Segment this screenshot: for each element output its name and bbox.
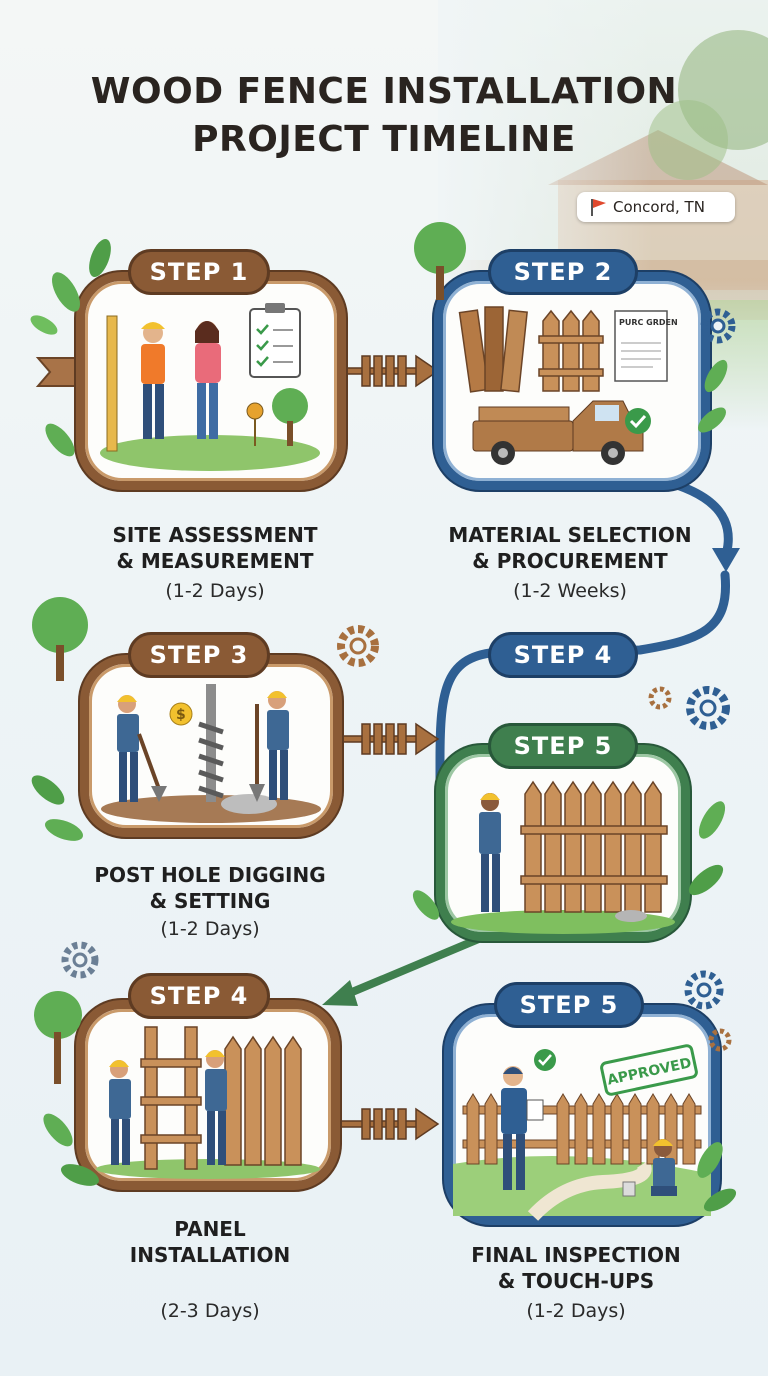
location-text: Concord, TN bbox=[613, 198, 705, 216]
step-3-duration: (1-2 Days) bbox=[160, 918, 260, 940]
step-3-badge: STEP 3 bbox=[128, 632, 270, 678]
material-procurement-illustration: PURC GRDEN bbox=[458, 306, 678, 465]
approved-stamp: APPROVED bbox=[600, 1044, 698, 1096]
step-2-title: MATERIAL SELECTION & PROCUREMENT bbox=[420, 522, 720, 574]
step-5-card-green bbox=[436, 745, 690, 941]
fence-building-illustration bbox=[451, 780, 675, 934]
site-assessment-illustration bbox=[100, 303, 320, 471]
fence-arrow-icon bbox=[339, 722, 440, 756]
step-3-title-line-2: & SETTING bbox=[149, 889, 271, 913]
document-text: PURC GRDEN bbox=[619, 318, 678, 327]
step-1-badge: STEP 1 bbox=[128, 249, 270, 295]
step-1-title: SITE ASSESSMENT & MEASUREMENT bbox=[60, 522, 370, 574]
step-5-duration: (1-2 Days) bbox=[526, 1300, 626, 1322]
flag-icon bbox=[591, 199, 606, 216]
step-1-duration: (1-2 Days) bbox=[165, 580, 265, 602]
svg-text:$: $ bbox=[176, 707, 186, 723]
page-title: WOOD FENCE INSTALLATION PROJECT TIMELINE bbox=[0, 68, 768, 164]
fence-arrow-icon bbox=[339, 354, 440, 388]
location-badge: Concord, TN bbox=[577, 192, 735, 222]
step-4-title-line-1: PANEL bbox=[174, 1217, 246, 1241]
step-2-card: PURC GRDEN bbox=[434, 272, 710, 490]
step-1-card bbox=[76, 272, 346, 490]
step-1-title-line-2: & MEASUREMENT bbox=[116, 549, 314, 573]
step-5-title: FINAL INSPECTION & TOUCH-UPS bbox=[420, 1242, 732, 1294]
step-5-title-line-1: FINAL INSPECTION bbox=[471, 1243, 681, 1267]
blue-arrowhead-icon bbox=[712, 548, 740, 572]
step-4-title: PANEL INSTALLATION bbox=[60, 1216, 360, 1268]
step-1-title-line-1: SITE ASSESSMENT bbox=[112, 523, 318, 547]
step-4-badge: STEP 4 bbox=[128, 973, 270, 1019]
step-4-badge-blue: STEP 4 bbox=[488, 632, 638, 678]
step-4-title-line-2: INSTALLATION bbox=[129, 1243, 291, 1267]
step-3-title-line-1: POST HOLE DIGGING bbox=[94, 863, 326, 887]
step-5-badge: STEP 5 bbox=[494, 982, 644, 1028]
step-4-duration: (2-3 Days) bbox=[160, 1300, 260, 1322]
step-2-duration: (1-2 Weeks) bbox=[513, 580, 627, 602]
step-5-title-line-2: & TOUCH-UPS bbox=[497, 1269, 655, 1293]
ribbon-icon bbox=[35, 357, 83, 387]
step-2-badge: STEP 2 bbox=[488, 249, 638, 295]
post-hole-digging-illustration: $ bbox=[101, 684, 321, 823]
title-line-2: PROJECT TIMELINE bbox=[192, 119, 576, 160]
step-5-card: APPROVED bbox=[444, 1005, 720, 1225]
green-connector-path bbox=[341, 926, 504, 999]
step-3-title: POST HOLE DIGGING & SETTING bbox=[50, 862, 370, 914]
fence-arrow-icon bbox=[339, 1107, 440, 1141]
step-2-title-line-1: MATERIAL SELECTION bbox=[448, 523, 692, 547]
final-inspection-illustration: APPROVED bbox=[453, 1044, 711, 1221]
step-2-title-line-2: & PROCUREMENT bbox=[472, 549, 668, 573]
panel-installation-illustration bbox=[96, 1026, 320, 1179]
title-line-1: WOOD FENCE INSTALLATION bbox=[90, 71, 678, 112]
step-5-badge-green: STEP 5 bbox=[488, 723, 638, 769]
step-4-card bbox=[76, 1000, 340, 1190]
green-arrowhead-icon bbox=[322, 980, 358, 1006]
step-3-card: $ bbox=[80, 655, 342, 837]
